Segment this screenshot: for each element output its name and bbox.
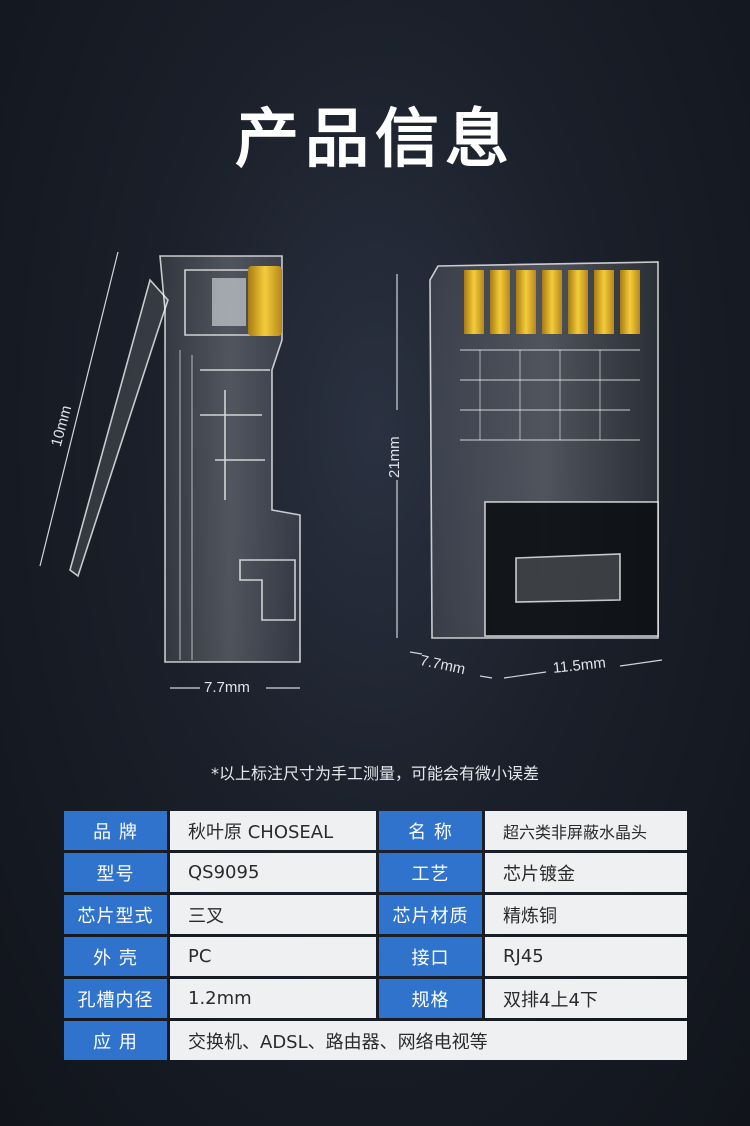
hole-value: 1.2mm <box>170 979 376 1018</box>
spec-table: 品 牌 秋叶原 CHOSEAL 名 称 超六类非屏蔽水晶头 型号 QS9095 … <box>61 808 690 1063</box>
table-row: 外 壳 PC 接口 RJ45 <box>64 937 687 976</box>
process-label: 工艺 <box>379 853 482 892</box>
dim-front-height: 21mm <box>386 436 403 478</box>
brand-value: 秋叶原 CHOSEAL <box>170 811 376 850</box>
interface-value: RJ45 <box>485 937 687 976</box>
model-value: QS9095 <box>170 853 376 892</box>
side-gold-contact <box>248 266 282 336</box>
shell-value: PC <box>170 937 376 976</box>
chip-material-value: 精炼铜 <box>485 895 687 934</box>
rj45-connector-illustration <box>39 251 663 689</box>
table-row: 品 牌 秋叶原 CHOSEAL 名 称 超六类非屏蔽水晶头 <box>64 811 687 850</box>
table-row: 型号 QS9095 工艺 芯片镀金 <box>64 853 687 892</box>
usage-value: 交换机、ADSL、路由器、网络电视等 <box>170 1021 687 1060</box>
spec-value: 双排4上4下 <box>485 979 687 1018</box>
table-row: 应 用 交换机、ADSL、路由器、网络电视等 <box>64 1021 687 1060</box>
spec-label: 规格 <box>379 979 482 1018</box>
name-value: 超六类非屏蔽水晶头 <box>485 811 687 850</box>
front-view-connector <box>429 261 659 639</box>
brand-label: 品 牌 <box>64 811 167 850</box>
shell-label: 外 壳 <box>64 937 167 976</box>
usage-label: 应 用 <box>64 1021 167 1060</box>
hole-label: 孔槽内径 <box>64 979 167 1018</box>
interface-label: 接口 <box>379 937 482 976</box>
page-title: 产品信息 <box>235 103 515 177</box>
model-label: 型号 <box>64 853 167 892</box>
table-row: 芯片型式 三叉 芯片材质 精炼铜 <box>64 895 687 934</box>
chip-material-label: 芯片材质 <box>379 895 482 934</box>
name-label: 名 称 <box>379 811 482 850</box>
measurement-note: *以上标注尺寸为手工测量，可能会有微小误差 <box>210 764 539 783</box>
chip-type-label: 芯片型式 <box>64 895 167 934</box>
dim-side-width: 7.7mm <box>204 679 250 696</box>
front-gold-contacts <box>464 270 640 334</box>
table-row: 孔槽内径 1.2mm 规格 双排4上4下 <box>64 979 687 1018</box>
chip-type-value: 三叉 <box>170 895 376 934</box>
process-value: 芯片镀金 <box>485 853 687 892</box>
